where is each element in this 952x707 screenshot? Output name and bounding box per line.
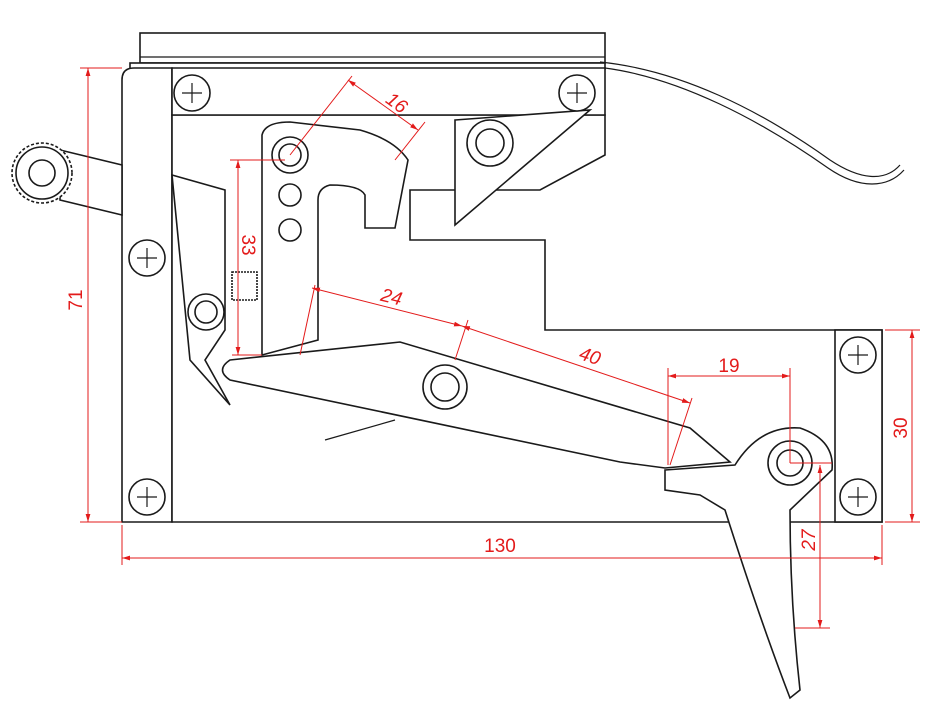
pin-icon: [187, 293, 225, 331]
dim-trigger-drop: 27: [799, 528, 820, 552]
dim-rear-height: 30: [891, 417, 912, 438]
frame: [121, 67, 883, 523]
top-rail: [129, 32, 606, 70]
screw-icon: [128, 478, 166, 516]
trigger: [664, 427, 833, 700]
spring-wire: [599, 61, 905, 185]
sear-hook: [231, 121, 409, 357]
dim-trigger-offset: 19: [718, 356, 739, 377]
latch-block: [454, 109, 593, 227]
screw-icon: [173, 74, 211, 112]
cocking-lever: [11, 142, 231, 406]
dim-overall-height: 71: [66, 289, 87, 310]
dim-sear-height: 33: [237, 234, 258, 255]
dim-overall-length: 130: [484, 536, 516, 557]
screw-icon: [839, 478, 877, 516]
screw-icon: [839, 336, 877, 374]
screw-icon: [128, 239, 166, 277]
screws: [128, 74, 877, 516]
screw-icon: [558, 74, 596, 112]
dim-lever-front: 24: [378, 285, 405, 311]
trigger-lever: [221, 341, 732, 469]
